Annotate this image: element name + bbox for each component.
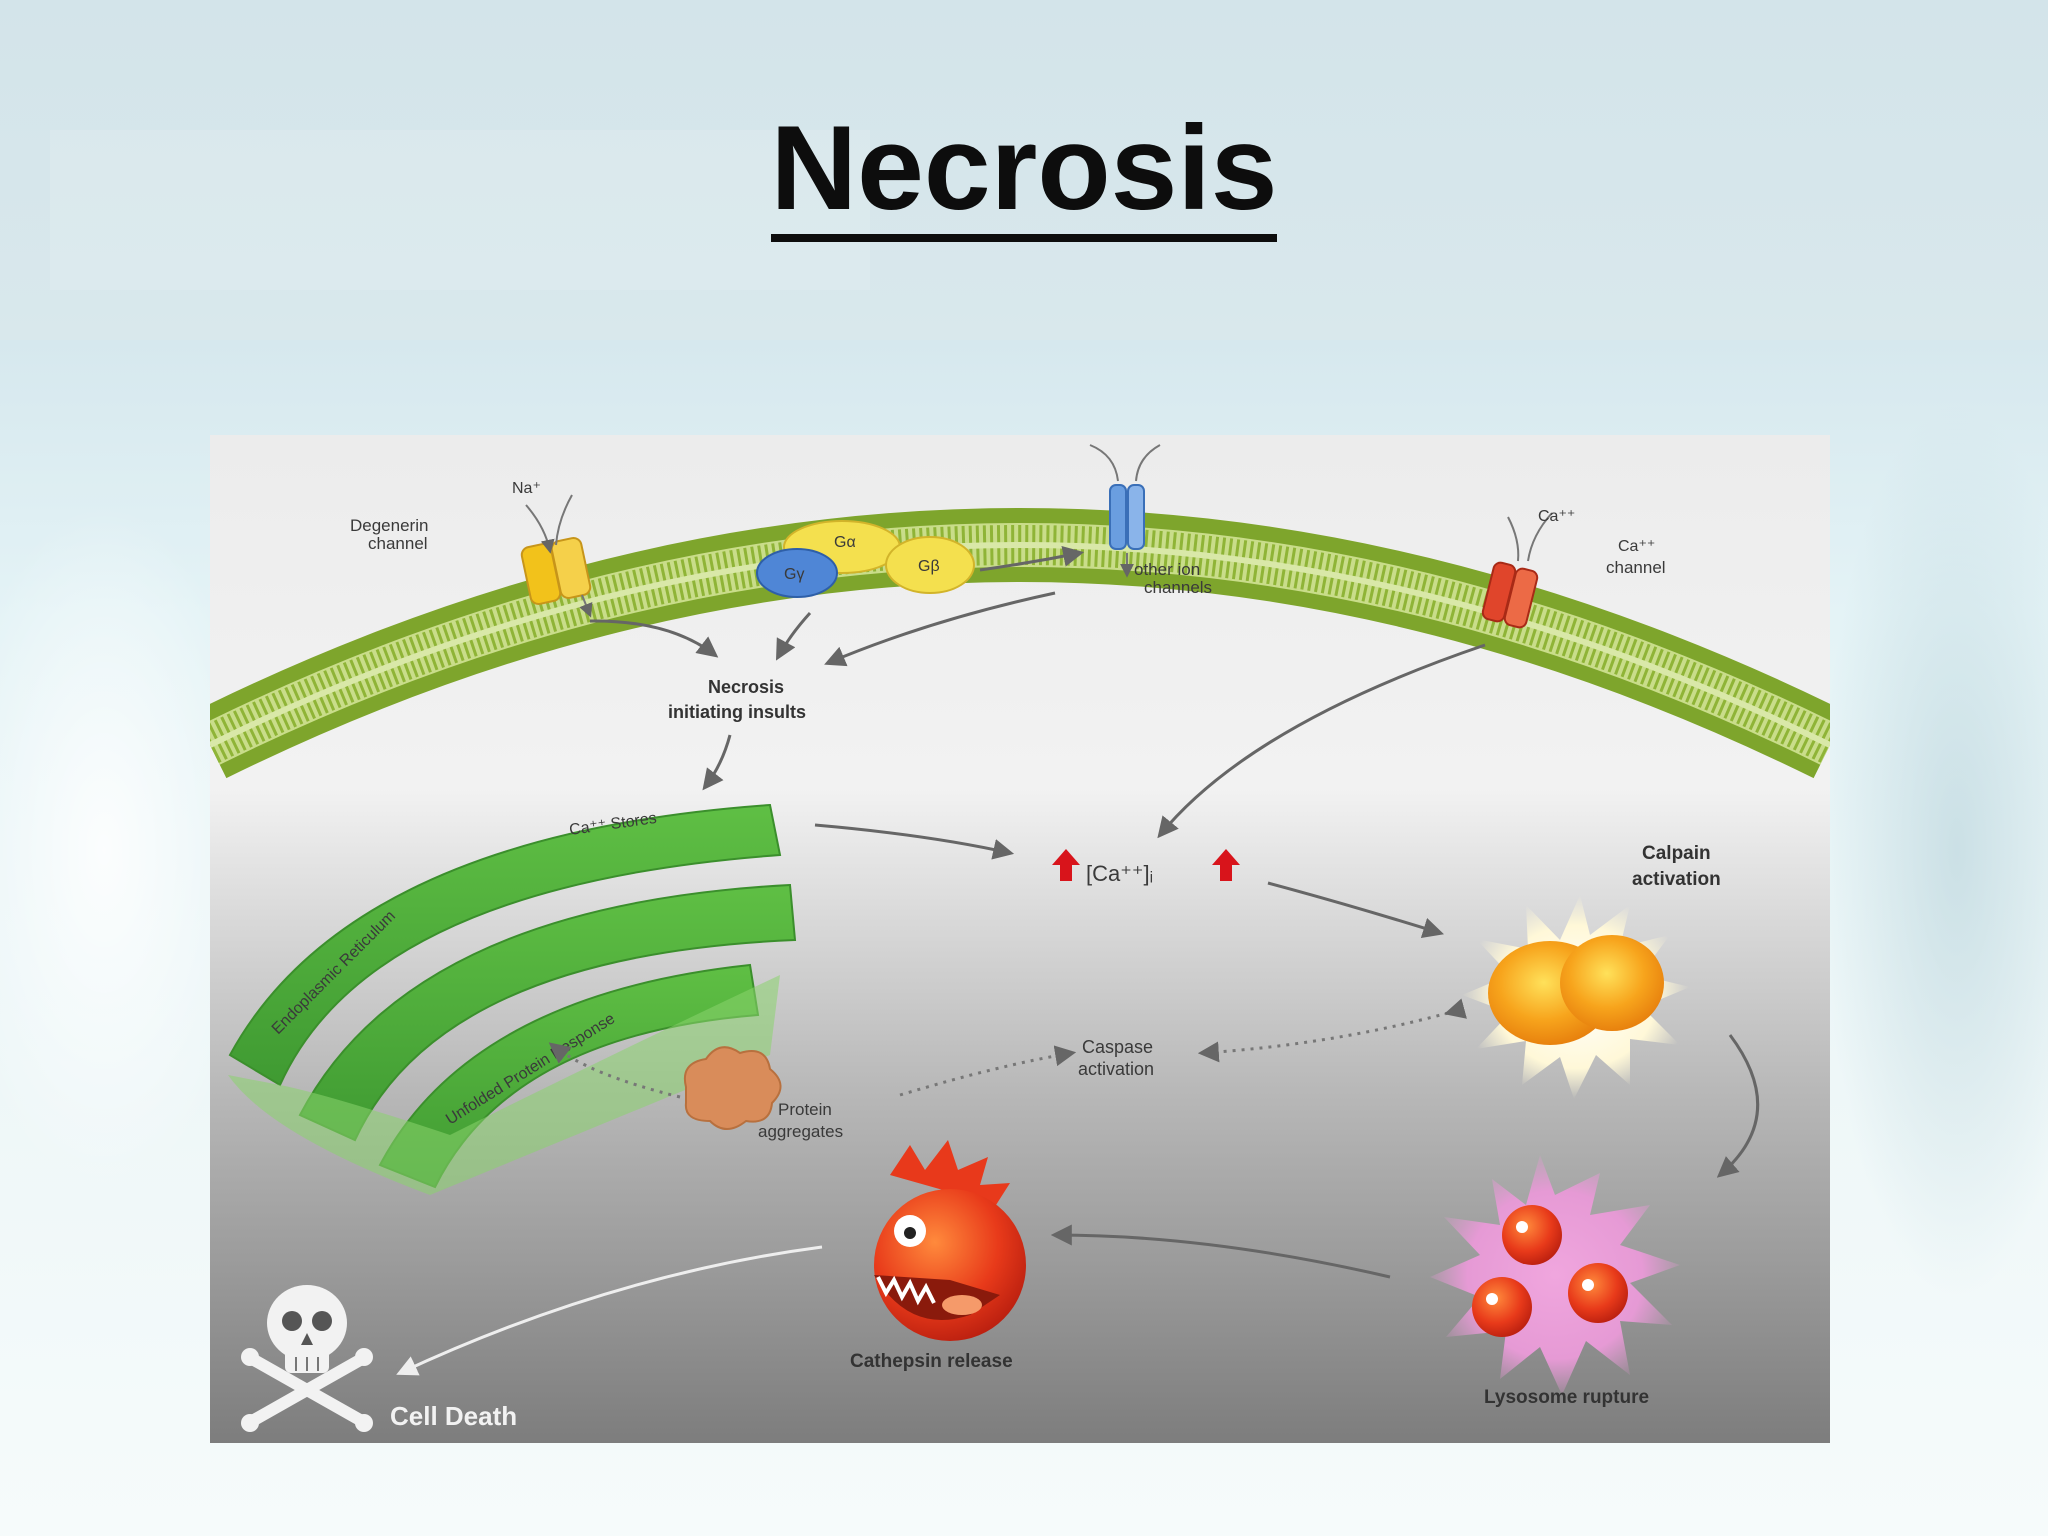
degenerin-label-1: Degenerin: [350, 516, 428, 535]
calcium-channel: [1481, 561, 1539, 629]
ggamma-label: Gγ: [784, 566, 804, 583]
aggregates-to-er-dotted-arrow: [548, 1042, 681, 1099]
ca-influx-arrow-1: [1507, 516, 1520, 562]
other-ion-channel: [1109, 484, 1145, 550]
channels-to-insults-arrow: [824, 591, 1056, 667]
necrosis-insults-label-1: Necrosis: [708, 677, 784, 697]
cathepsin-enzyme: [874, 1140, 1026, 1341]
lysosome-to-cathepsin-arrow: [1050, 1224, 1391, 1279]
degenerin-label-2: channel: [368, 534, 428, 553]
calpain-label-2: activation: [1632, 869, 1721, 890]
lysosome-rupture-burst: [1430, 1155, 1680, 1395]
slide-title-text: Necrosis: [770, 108, 1278, 242]
necrosis-diagram: Na⁺ Degenerin channel Gα Gβ Gγ other ion…: [210, 435, 1830, 1443]
ca-channel-to-calcium-arrow: [1157, 643, 1486, 839]
ca-channel-label-1: Ca⁺⁺: [1618, 538, 1655, 555]
ca-ion-label: Ca⁺⁺: [1538, 508, 1575, 525]
title-band: [0, 0, 2048, 340]
g-protein-complex: [756, 520, 975, 598]
protein-aggregates-label-2: aggregates: [758, 1122, 843, 1141]
caspase-label-1: Caspase: [1082, 1037, 1153, 1057]
background-glow-right: [1820, 400, 2048, 1300]
degenerin-out-arrow: [579, 594, 593, 618]
ca-channel-label-2: channel: [1606, 558, 1666, 577]
degenerin-to-insults-arrow: [589, 619, 719, 658]
title-band-shade: [50, 130, 870, 290]
gprotein-to-insults-arrow: [775, 611, 812, 661]
endoplasmic-reticulum: [228, 803, 797, 1195]
calcium-to-calpain-arrow: [1267, 881, 1445, 939]
gbeta-label: Gβ: [918, 558, 940, 575]
caspase-label-2: activation: [1078, 1059, 1154, 1079]
calpain-caspase-dotted-arrow: [1197, 998, 1467, 1063]
degenerin-channel: [520, 537, 592, 605]
ca-influx-arrow-2: [1527, 512, 1553, 562]
cathepsin-to-death-arrow: [396, 1245, 823, 1376]
calpain-to-lysosome-arrow: [1716, 1034, 1760, 1178]
ion-influx-arrow-1: [1089, 444, 1119, 482]
calcium-increase-right-arrow: [1212, 849, 1240, 881]
na-influx-arrow: [525, 504, 555, 554]
gprotein-to-channels-arrow: [979, 545, 1085, 572]
calpain-label-1: Calpain: [1642, 843, 1711, 864]
calcium-increase-left-arrow: [1052, 849, 1080, 881]
insults-to-er-arrow: [702, 734, 732, 791]
other-ion-label-2: channels: [1144, 578, 1212, 597]
protein-aggregates: [684, 1046, 782, 1130]
skull-crossbones-icon: [241, 1285, 373, 1432]
galpha-label: Gα: [834, 534, 856, 551]
calcium-intracellular-label: [Ca⁺⁺]ᵢ: [1086, 861, 1153, 886]
other-ion-label-1: other ion: [1134, 560, 1200, 579]
cathepsin-label: Cathepsin release: [850, 1351, 1013, 1372]
er-to-calcium-arrow: [814, 823, 1015, 860]
cell-membrane: [210, 508, 1830, 779]
diagram-canvas: Na⁺ Degenerin channel Gα Gβ Gγ other ion…: [210, 435, 1830, 1443]
na-influx-arrow-2: [555, 494, 573, 546]
lysosome-label: Lysosome rupture: [1484, 1387, 1649, 1408]
na-label: Na⁺: [512, 480, 541, 497]
calpain-enzyme: [1488, 935, 1664, 1045]
cathepsin-in-lysosome: [1472, 1205, 1628, 1337]
cell-death-label: Cell Death: [390, 1401, 517, 1431]
ion-influx-arrow-2: [1135, 444, 1161, 482]
slide-title: Necrosis: [0, 108, 2048, 242]
protein-aggregates-label-1: Protein: [778, 1100, 832, 1119]
necrosis-insults-label-2: initiating insults: [668, 702, 806, 722]
